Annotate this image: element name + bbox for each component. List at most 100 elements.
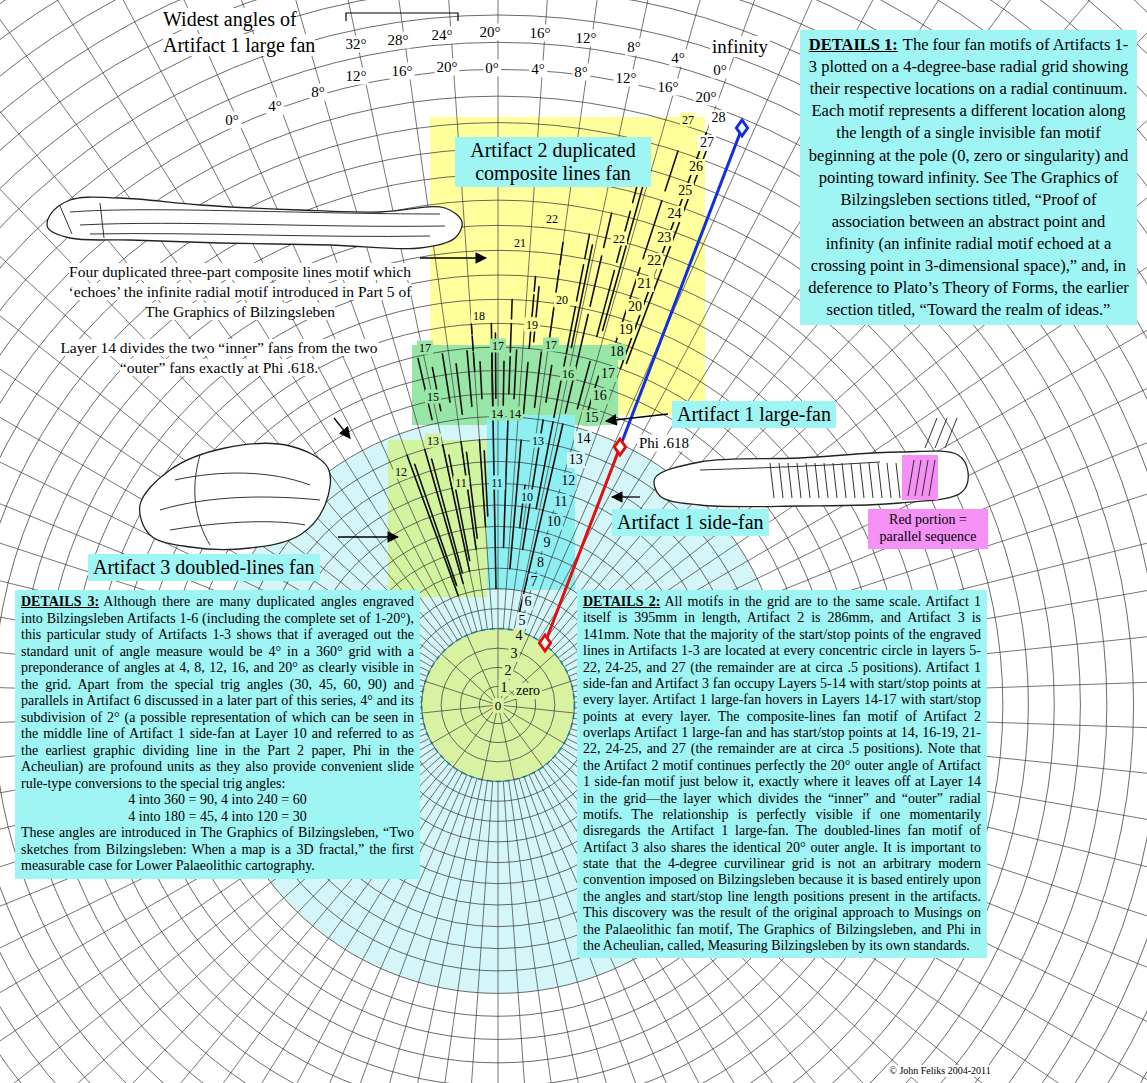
layer-number: 18 (471, 309, 487, 323)
sketch-detail (797, 463, 801, 498)
label-holder: 17 (599, 366, 617, 382)
radial-line (441, 654, 498, 705)
angle-label: 8° (572, 64, 590, 81)
angle-label: 12° (614, 70, 639, 87)
layer-number: 12 (393, 465, 409, 479)
details-box: DETAILS 1:The four fan motifs of Artifac… (800, 30, 1137, 325)
label-holder: 4 (514, 628, 525, 644)
layer-number: 26 (687, 159, 705, 175)
label-holder: 6 (522, 594, 533, 610)
label-holder: 13 (530, 434, 546, 449)
leader-arrow (338, 536, 398, 537)
radial-line (362, 0, 488, 629)
label-holder: 13 (567, 452, 585, 468)
label-holder: 16 (591, 388, 609, 404)
fan-title-box: Artifact 2 duplicated composite lines fa… (455, 137, 651, 187)
layer-number: 14 (574, 431, 592, 447)
sketch-detail (195, 455, 210, 545)
engraved-line (510, 324, 513, 352)
angle-label: 20° (694, 89, 719, 106)
sketch-detail (869, 463, 873, 498)
layer-number: 14 (507, 407, 523, 421)
engraved-line (532, 295, 534, 317)
phi-marker (614, 439, 625, 455)
infinity-label: infinity (710, 36, 770, 57)
pole-label: 0 (493, 698, 504, 713)
angle-label: 8° (309, 84, 327, 101)
artifact-sketch (47, 197, 462, 249)
pole-marker (539, 635, 550, 651)
box-text: All motifs in the grid are to the same s… (583, 594, 981, 953)
sketch-detail (925, 418, 937, 448)
angle-label: 0° (483, 60, 501, 77)
legend-note-box: Red portion = parallel sequence (868, 509, 988, 549)
engraved-line (510, 440, 521, 569)
layer-number: 16 (591, 388, 609, 404)
layer-number: 17 (490, 339, 506, 353)
label-holder: 16° (528, 25, 553, 42)
layer-number: 4 (514, 628, 525, 644)
radial-line (422, 705, 498, 713)
label-holder: 21 (512, 236, 528, 251)
label-holder: 14 (489, 407, 505, 422)
sketch-detail (60, 206, 72, 234)
artifact-sketch (140, 443, 331, 549)
layer-number: 10 (519, 490, 535, 504)
label-holder: 18 (471, 309, 487, 324)
engraved-line (534, 287, 539, 342)
layer-number: 6 (522, 594, 533, 610)
radial-line (519, 0, 768, 632)
angle-label: 4° (266, 98, 284, 115)
layer-number: 19 (524, 318, 540, 332)
label-holder: 17 (417, 341, 433, 356)
sketch-detail (833, 463, 837, 498)
label-holder: 20° (435, 59, 460, 76)
label-holder: 4° (529, 61, 547, 78)
label-holder: 15 (425, 390, 441, 405)
layer-number: 14 (489, 407, 505, 421)
label-holder: 3 (509, 646, 520, 662)
layer-number: 15 (425, 390, 441, 404)
layer-number: 13 (530, 434, 546, 448)
layer-number: 23 (655, 230, 673, 246)
engraved-line (585, 234, 590, 258)
label-holder: 8 (535, 555, 546, 571)
label-holder: 13 (425, 434, 441, 449)
engraved-line (597, 271, 615, 337)
sketch-detail (700, 462, 880, 470)
engraved-line (577, 362, 590, 409)
radial-line (0, 0, 453, 643)
engraved-line (449, 455, 470, 560)
label-holder: 14 (507, 407, 523, 422)
leader-arrow (612, 496, 640, 497)
sketch-detail (170, 522, 305, 530)
angle-label: 16° (528, 25, 553, 42)
sketch-detail (860, 463, 864, 498)
engraved-line (590, 256, 602, 306)
infinity-marker (736, 120, 747, 136)
label-holder: 16° (656, 79, 681, 96)
angle-label: 12° (344, 68, 369, 85)
angle-bracket (346, 13, 458, 21)
label-holder: 12° (574, 30, 599, 47)
sketch-detail (929, 460, 935, 496)
engraved-line (534, 277, 535, 292)
angle-label: 20° (435, 59, 460, 76)
radial-line (0, 0, 445, 650)
label-holder: 27 (680, 113, 696, 128)
label-holder: 12° (614, 70, 639, 87)
label-holder: 11 (552, 494, 569, 510)
box-text: 4 into 180 = 45, 4 into 120 = 30 (21, 809, 414, 826)
sketch-detail (915, 460, 921, 496)
sketch-detail (887, 463, 891, 498)
sketch-detail (100, 203, 104, 238)
label-holder: Widest angles of Artifact 1 large fan (163, 6, 341, 58)
label-holder: 28° (386, 32, 411, 49)
